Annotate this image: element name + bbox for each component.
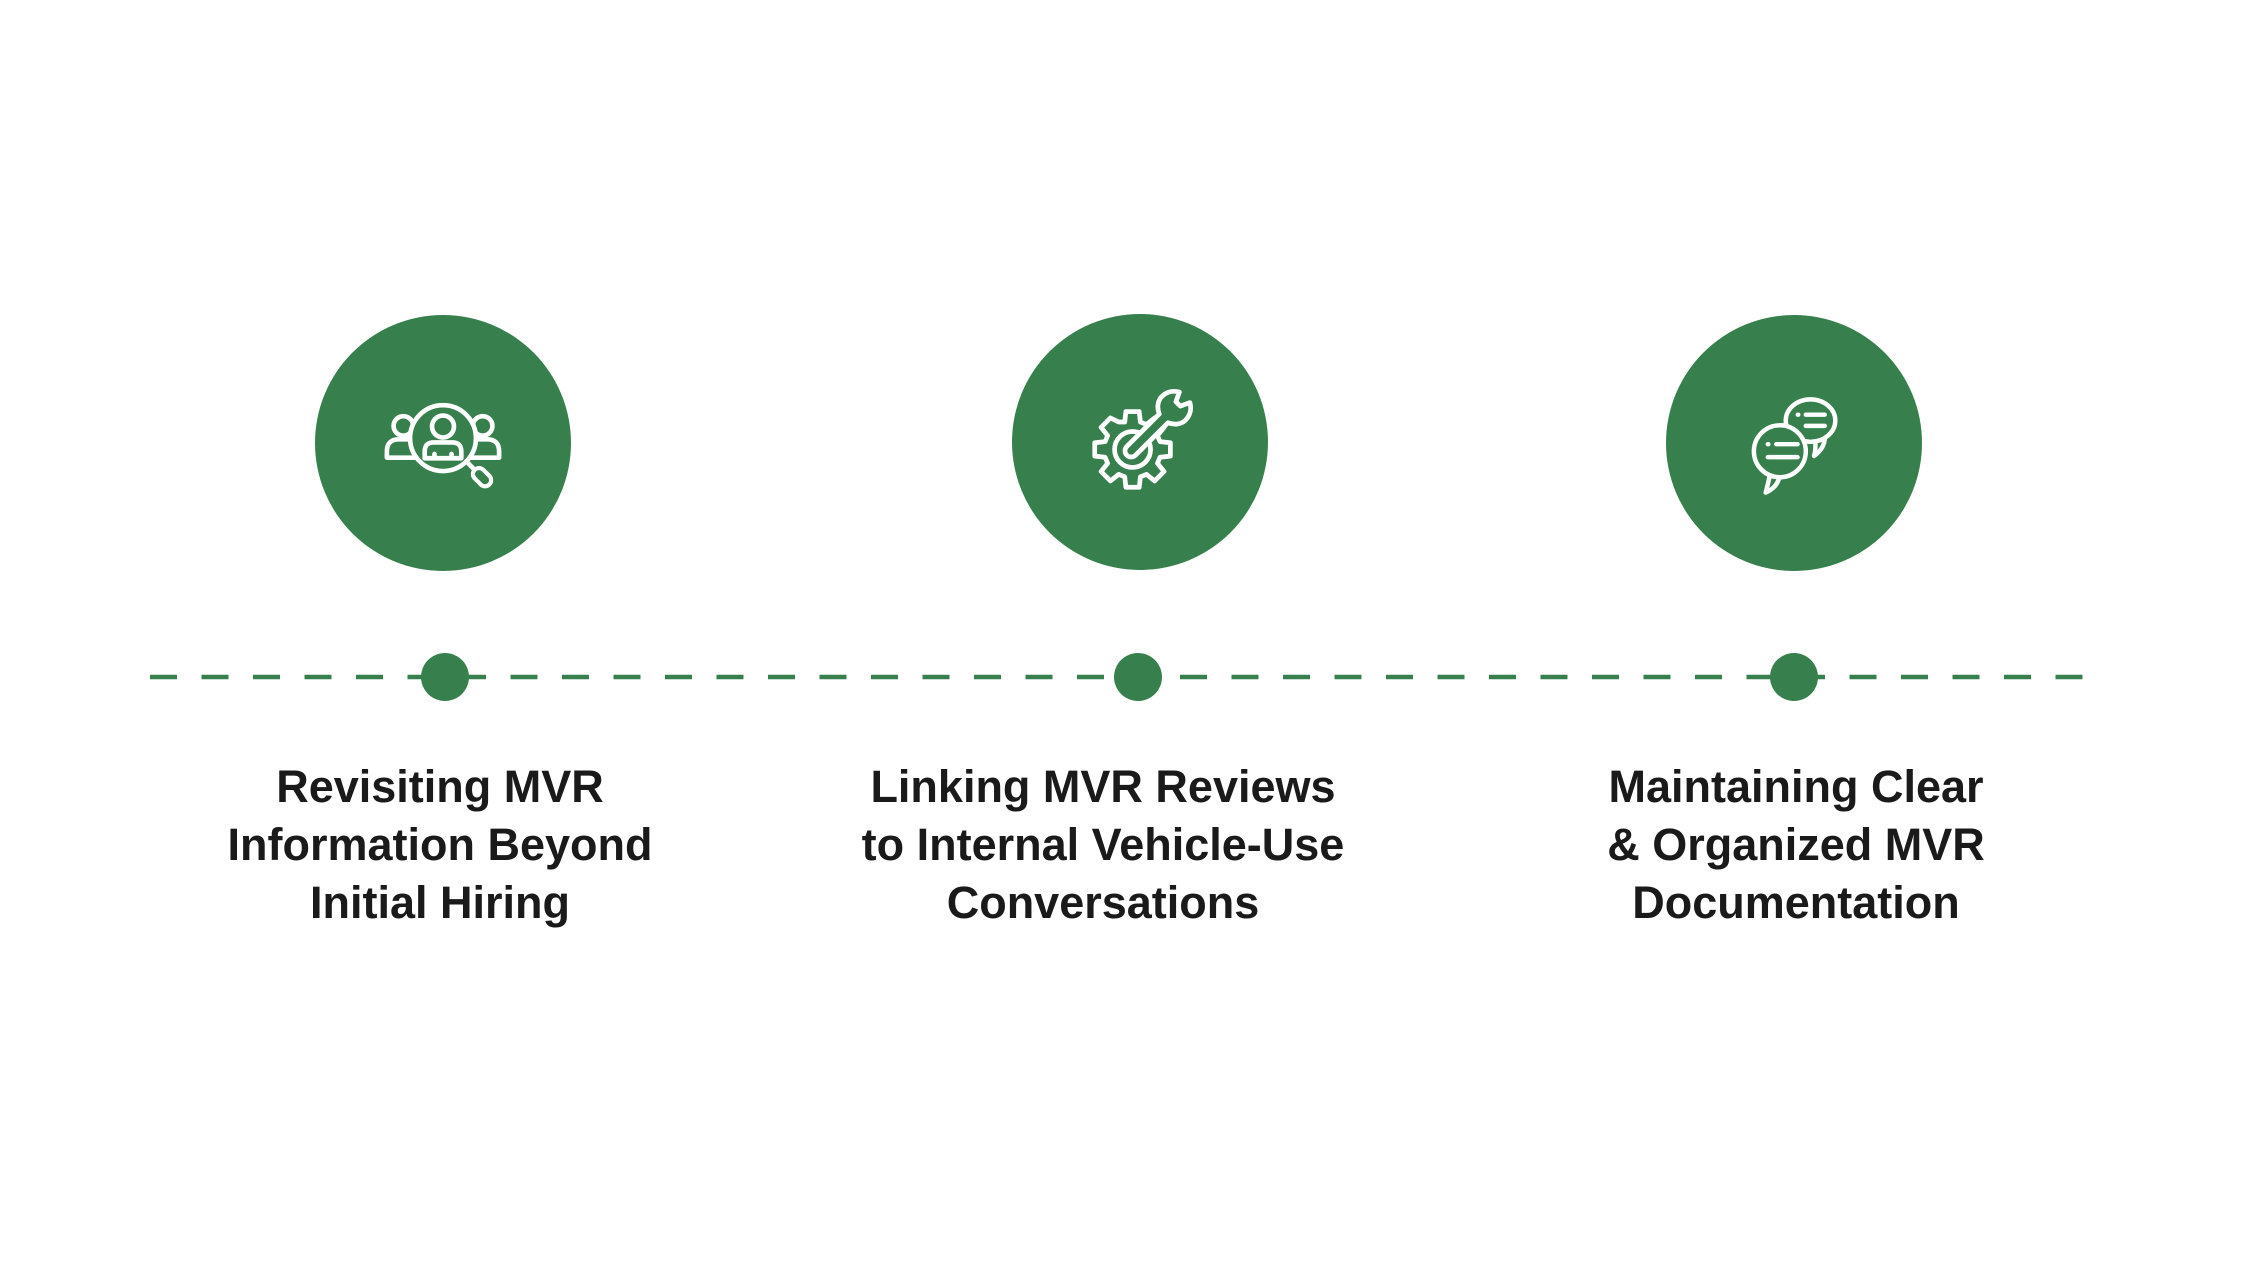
timeline-dot-2 — [1114, 653, 1162, 701]
gear-wrench-icon — [1092, 388, 1194, 490]
step-2-caption: Linking MVR Reviews to Internal Vehicle-… — [862, 758, 1345, 932]
caption-line: Conversations — [946, 877, 1260, 928]
step-2-circle — [1012, 314, 1268, 570]
timeline-dot-1 — [421, 653, 469, 701]
chat-bubbles-icon — [1751, 397, 1838, 495]
step-3-circle — [1666, 315, 1922, 571]
caption-line: & Organized MVR — [1607, 819, 1985, 870]
caption-line: to Internal Vehicle-Use — [861, 819, 1345, 870]
caption-line: Information Beyond — [227, 819, 653, 870]
caption-line: Initial Hiring — [309, 877, 570, 928]
caption-line: Revisiting MVR — [276, 761, 604, 812]
timeline-dot-3 — [1770, 653, 1818, 701]
step-1-caption: Revisiting MVR Information Beyond Initia… — [228, 758, 653, 932]
step-3-caption: Maintaining Clear & Organized MVR Docume… — [1607, 758, 1985, 932]
people-search-icon — [384, 402, 502, 489]
caption-line: Maintaining Clear — [1608, 761, 1984, 812]
dashed-connector-line — [150, 674, 2091, 680]
caption-line: Documentation — [1632, 877, 1960, 928]
step-1-circle — [315, 315, 571, 571]
caption-line: Linking MVR Reviews — [870, 761, 1336, 812]
